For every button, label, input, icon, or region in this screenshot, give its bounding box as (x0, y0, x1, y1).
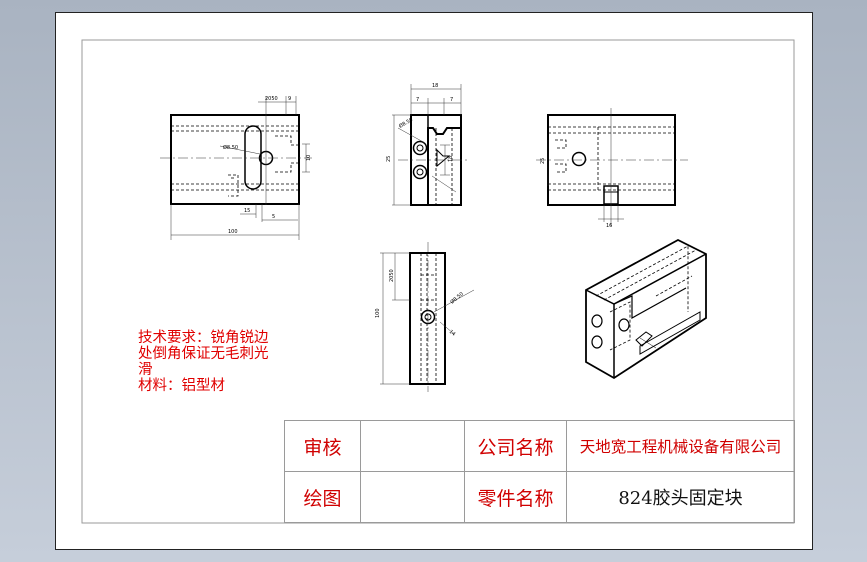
dim-front-right: 10 (306, 155, 312, 161)
dim-front-overall: 100 (228, 229, 238, 235)
dim-bottom-a: 2050 (389, 269, 395, 282)
part-label: 零件名称 (464, 471, 567, 523)
company-value: 天地宽工程机械设备有限公司 (566, 420, 795, 472)
technical-requirements: 技术要求：锐角锐边 处倒角保证无毛刺光 滑 材料：铝型材 (138, 330, 318, 394)
right-view (536, 108, 688, 226)
dim-side-left: 25 (386, 156, 392, 162)
isometric-view (585, 238, 707, 380)
company-label: 公司名称 (464, 420, 567, 472)
tech-req-line-4: 材料：铝型材 (138, 378, 225, 394)
dim-side-top-b: 7 (450, 97, 453, 103)
dimension-labels: 2050 9 Ø8.50 10 15 5 100 18 7 7 25 18 Ø8… (223, 83, 612, 338)
dim-side-right: 18 (448, 156, 454, 162)
review-label: 审核 (284, 420, 361, 472)
dim-right-bottom: 16 (606, 223, 612, 229)
inner-border (81, 39, 795, 524)
front-view (160, 96, 312, 240)
dim-bottom-small: 14 (448, 329, 457, 338)
bottom-view (380, 242, 475, 392)
dim-bottom-hole: Ø8.50 (449, 290, 465, 305)
tech-req-line-3: 滑 (138, 362, 153, 378)
dim-right-left: 25 (540, 158, 546, 164)
drawn-label: 绘图 (284, 471, 361, 523)
dim-front-bottom-a: 15 (244, 208, 250, 214)
drawn-value (360, 471, 465, 523)
dim-bottom-overall: 100 (375, 308, 381, 318)
dim-side-top-overall: 18 (432, 83, 438, 89)
review-value (360, 420, 465, 472)
dim-side-top-a: 7 (416, 97, 419, 103)
tech-req-line-2: 处倒角保证无毛刺光 (138, 346, 269, 362)
dim-front-top-b: 9 (288, 96, 291, 102)
title-block: 审核 公司名称 天地宽工程机械设备有限公司 绘图 零件名称 824胶头固定块 (284, 420, 795, 523)
side-view (392, 84, 470, 206)
dim-front-hole: Ø8.50 (223, 144, 238, 151)
tech-req-line-1: 技术要求：锐角锐边 (138, 330, 269, 346)
dim-front-bottom-b: 5 (272, 214, 275, 220)
dim-front-top-a: 2050 (265, 96, 278, 102)
part-value: 824胶头固定块 (566, 471, 795, 523)
